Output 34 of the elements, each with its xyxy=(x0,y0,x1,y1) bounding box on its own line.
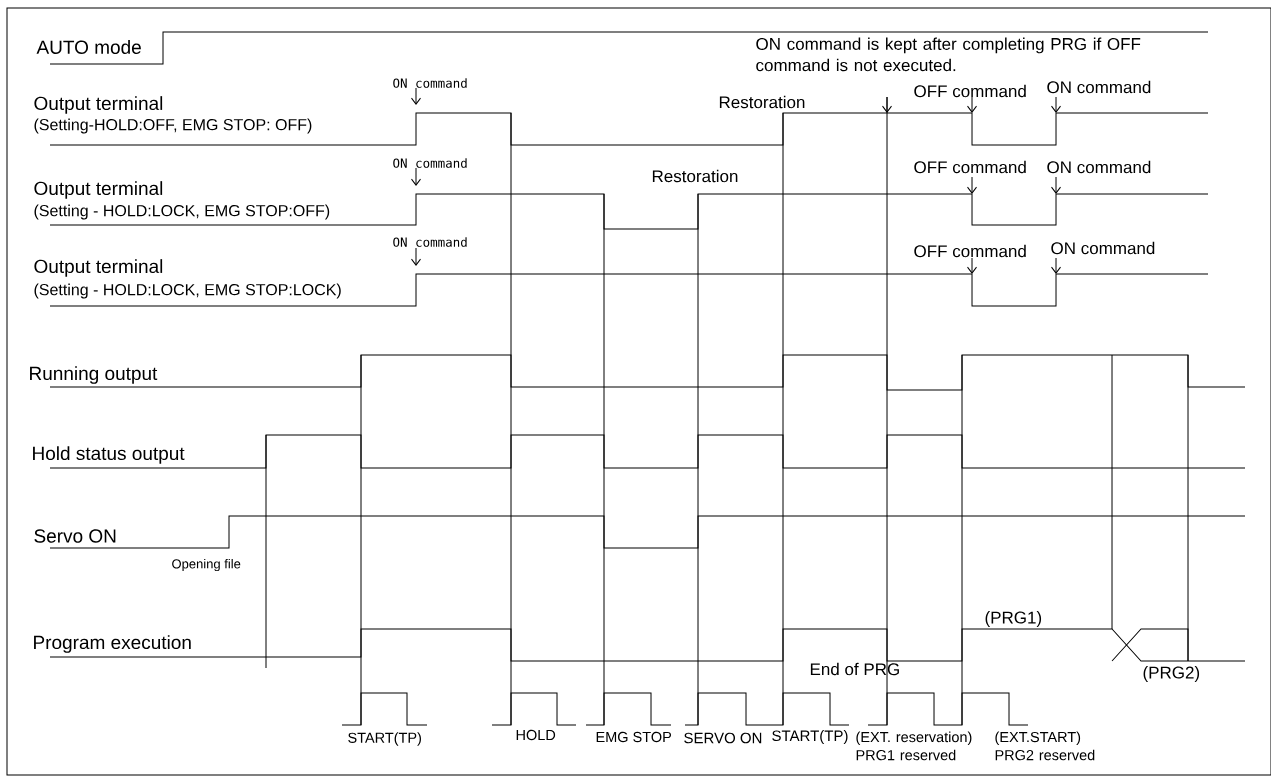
command-label: ON command xyxy=(1047,80,1151,94)
command-label: ON command xyxy=(393,78,467,88)
pulse-label: SERVO ON xyxy=(684,732,762,744)
signal-name: AUTO mode xyxy=(36,40,141,54)
pulse-label: (EXT. reservation) PRG1 reserved xyxy=(856,731,972,761)
command-label: OFF command xyxy=(914,244,1026,258)
command-label: OFF command xyxy=(914,84,1026,98)
note-text: ON command is kept after completing PRG if OFF command is not executed. xyxy=(756,37,1141,72)
pulse-label: EMG STOP xyxy=(596,731,672,743)
event-label: Restoration xyxy=(719,95,805,109)
command-label: ON command xyxy=(393,158,467,168)
command-label: ON command xyxy=(1047,160,1151,174)
program-label: (PRG1) xyxy=(985,611,1042,627)
setting-text: (Setting - HOLD:LOCK, EMG STOP:OFF) xyxy=(34,204,330,220)
pulse-label: START(TP) xyxy=(348,732,421,746)
command-label: OFF command xyxy=(914,160,1026,174)
pulse-label: HOLD xyxy=(516,729,556,741)
signal-name: Output terminal xyxy=(34,259,163,277)
setting-text: (Setting-HOLD:OFF, EMG STOP: OFF) xyxy=(34,118,312,134)
command-label: ON command xyxy=(393,237,467,247)
signal-name: Hold status output xyxy=(33,446,185,464)
event-label: End of PRG xyxy=(810,662,899,676)
signal-name: Running output xyxy=(30,366,158,384)
setting-text: (Setting - HOLD:LOCK, EMG STOP:LOCK) xyxy=(34,283,341,299)
pulse-label: (EXT.START) PRG2 reserved xyxy=(995,731,1095,761)
event-label: Opening file xyxy=(172,558,241,572)
signal-name: Output terminal xyxy=(34,181,163,199)
signal-name: Output terminal xyxy=(34,96,163,114)
event-label: Restoration xyxy=(652,169,738,183)
pulse-label: START(TP) xyxy=(772,730,848,744)
signal-name: Servo ON xyxy=(34,529,116,543)
signal-name: Program execution xyxy=(34,635,191,653)
command-label: ON command xyxy=(1051,241,1155,255)
program-label: (PRG2) xyxy=(1143,666,1200,682)
